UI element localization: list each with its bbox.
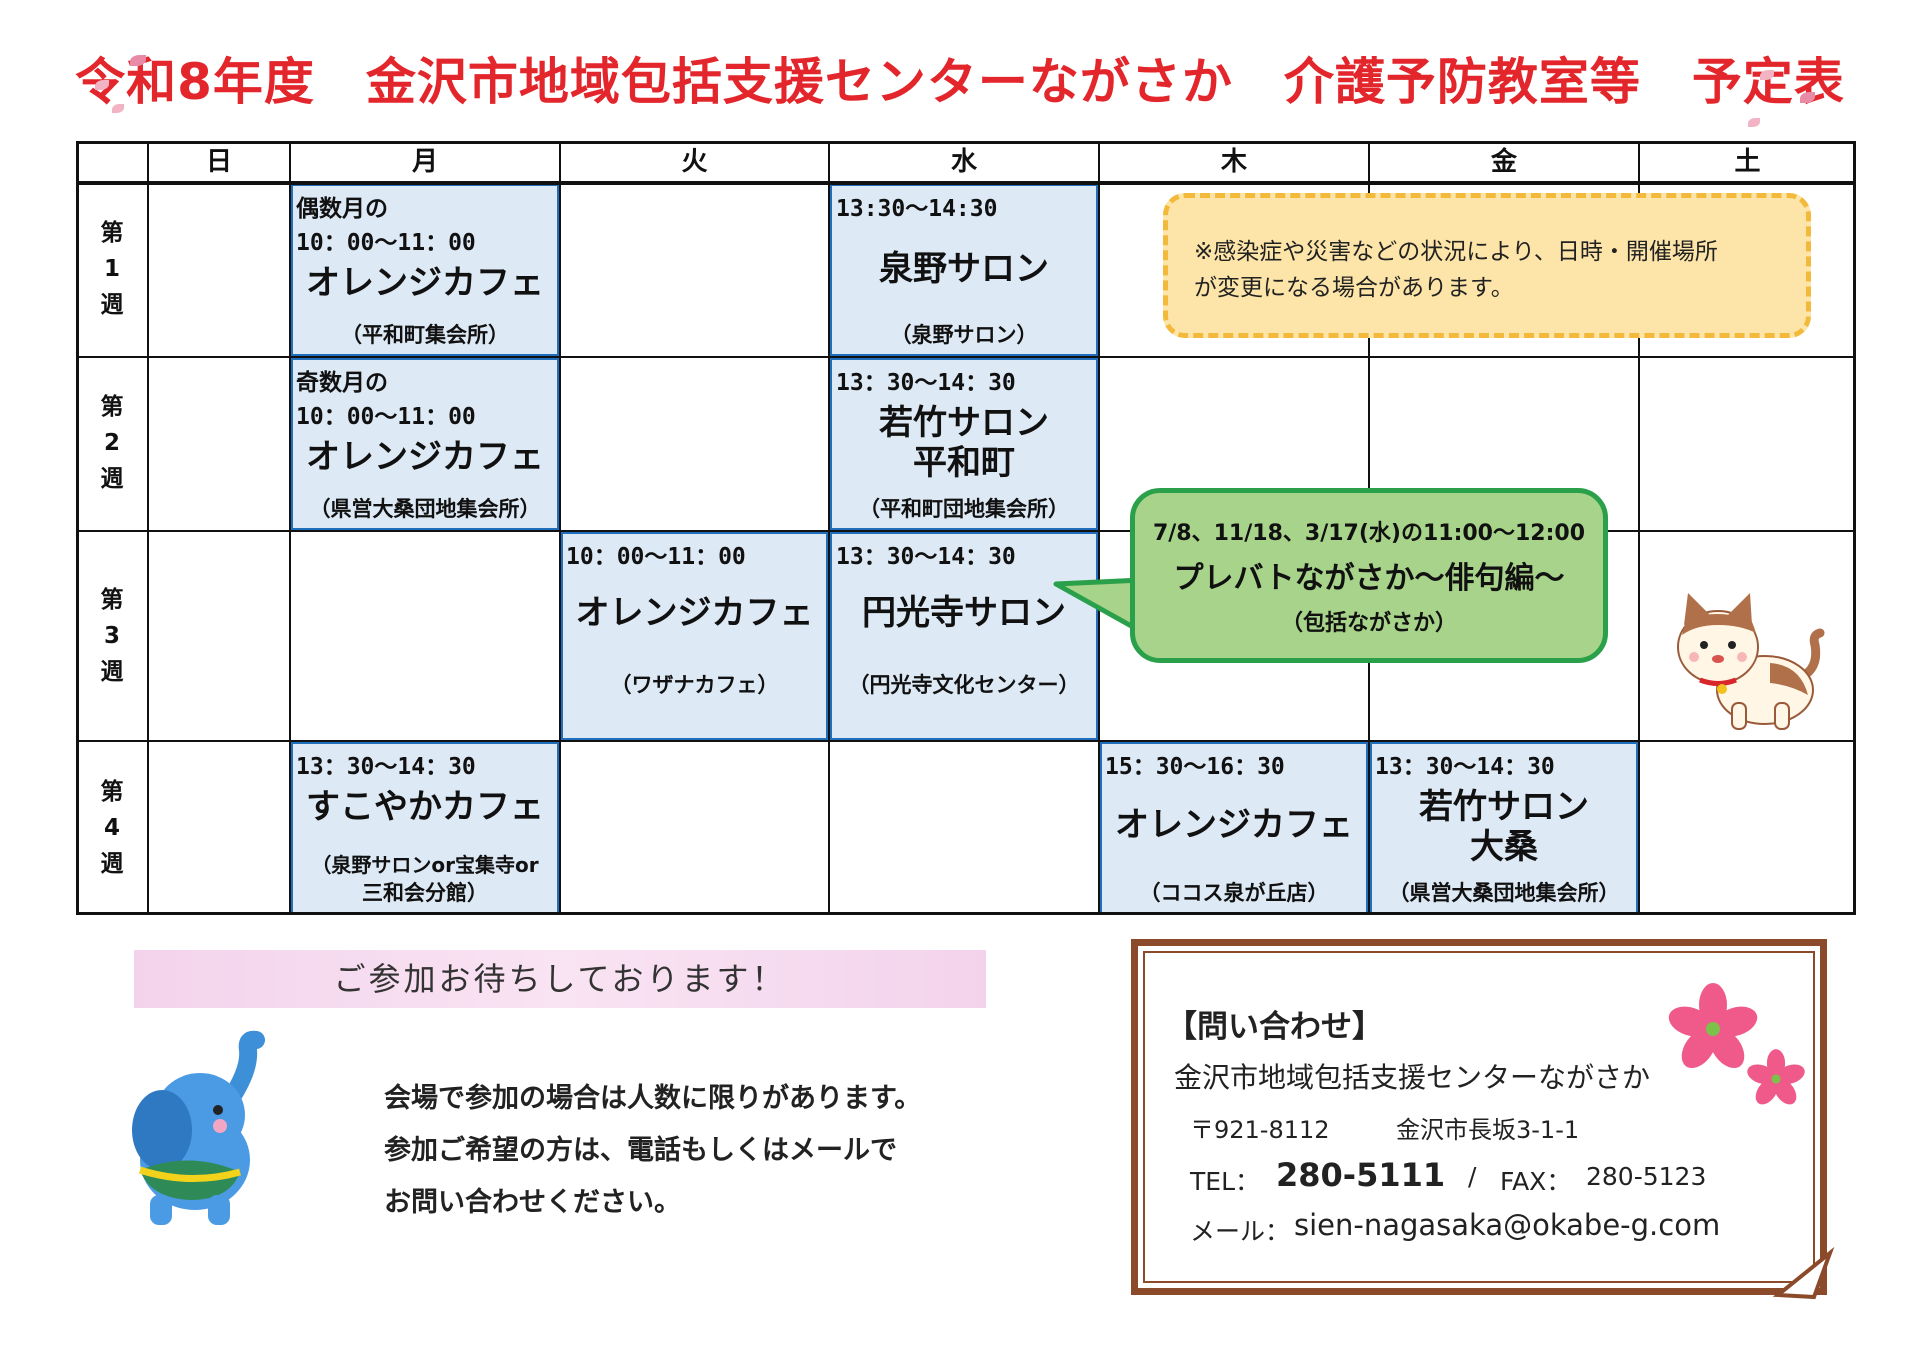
event-venue: （県営大桑団地集会所）: [1388, 881, 1620, 905]
day-header-tue: 火: [681, 147, 708, 177]
event-venue: （県営大桑団地集会所）: [309, 497, 541, 521]
speech-bubble: 7/8、11/18、3/17(水)の11:00～12:00 プレバトながさか～俳…: [1130, 488, 1608, 663]
event-cell: [1099, 741, 1369, 915]
elephant-illustration: [132, 1030, 265, 1225]
day-header-wed: 水: [950, 147, 977, 177]
event-venue: （平和町団地集会所）: [859, 497, 1069, 521]
bubble-venue: （包括ながさか）: [1280, 611, 1457, 636]
event-name: 泉野サロン: [879, 249, 1049, 289]
event-name: オレンジカフェ: [1115, 805, 1353, 845]
event-time: 13：30～14：30: [296, 754, 476, 780]
info-text: 会場で参加の場合は人数に限りがあります。: [384, 1083, 922, 1114]
bubble-date: 7/8、11/18、3/17(水)の11:00～12:00: [1152, 521, 1586, 546]
event-time: 13:30～14:30: [836, 196, 998, 222]
contact-fax-label: FAX：: [1500, 1167, 1572, 1196]
event-time: 偶数月の: [296, 196, 388, 222]
event-venue: （ワザナカフェ）: [610, 673, 779, 697]
event-venue: 三和会分館）: [362, 881, 488, 905]
event-time: 10：00～11：00: [296, 404, 476, 430]
event-cell: [829, 357, 1099, 531]
event-venue: （ココス泉が丘店）: [1139, 881, 1329, 905]
event-cell: [829, 183, 1099, 357]
info-text: お問い合わせください。: [384, 1187, 681, 1218]
event-venue: （泉野サロンor宝集寺or: [311, 853, 539, 877]
contact-postal: 〒921-8112: [1190, 1116, 1330, 1144]
event-name: 若竹サロン: [1419, 787, 1589, 827]
event-venue: （円光寺文化センター）: [848, 673, 1080, 697]
info-text: 参加ご希望の方は、電話もしくはメールで: [384, 1135, 897, 1166]
page-title: 令和8年度 金沢市地域包括支援センターながさか 介護予防教室等 予定表: [75, 53, 1845, 111]
contact-address: 金沢市長坂3-1-1: [1396, 1116, 1580, 1144]
event-venue: （泉野サロン）: [890, 323, 1038, 347]
bubble-tail: [1053, 577, 1142, 635]
event-name: 大桑: [1470, 827, 1538, 867]
contact-fax: 280-5123: [1586, 1162, 1707, 1191]
day-header-fri: 金: [1490, 147, 1517, 177]
event-time: 13：30～14：30: [1375, 754, 1555, 780]
cherry-blossom-icon: [1668, 983, 1805, 1105]
event-time: 10：00～11：00: [296, 230, 476, 256]
day-header-mon: 月: [411, 147, 438, 177]
event-cell: [290, 357, 560, 531]
event-venue: （平和町集会所）: [341, 323, 509, 347]
event-name: 若竹サロン: [879, 403, 1049, 443]
day-header-thu: 木: [1220, 147, 1247, 177]
contact-mail-label: メール：: [1190, 1217, 1291, 1246]
event-cell: [829, 531, 1099, 741]
event-time: 15：30～16：30: [1105, 754, 1285, 780]
day-header-sun: 日: [205, 147, 232, 177]
event-time: 奇数月の: [296, 370, 388, 396]
event-name: 円光寺サロン: [862, 593, 1066, 633]
welcome-banner: ご参加お待ちしております！: [134, 950, 986, 1008]
event-cell: [560, 531, 829, 741]
notice-text: が変更になる場合があります。: [1194, 275, 1514, 301]
cat-illustration: [1677, 593, 1825, 730]
event-time: 13：30～14：30: [836, 370, 1016, 396]
event-cell: [290, 741, 560, 915]
notice-box: ※感染症や災害などの状況により、日時・開催場所 が変更になる場合があります。: [1163, 193, 1811, 338]
event-name: すこやかカフェ: [306, 787, 544, 827]
page-curl-icon: [1772, 1246, 1835, 1300]
event-time: 10：00～11：00: [566, 544, 746, 570]
contact-box: 【問い合わせ】 金沢市地域包括支援センターながさか 〒921-8112 金沢市長…: [1131, 939, 1827, 1295]
contact-mail[interactable]: sien-nagasaka@okabe-g.com: [1294, 1208, 1721, 1242]
event-name: オレンジカフェ: [306, 263, 544, 303]
event-cell: [1369, 741, 1639, 915]
event-name: 平和町: [913, 443, 1015, 483]
bubble-event-name: プレバトながさか～俳句編～: [1173, 561, 1565, 596]
event-name: オレンジカフェ: [575, 593, 814, 633]
contact-tel: 280-5111: [1276, 1156, 1446, 1194]
contact-tel-label: TEL：: [1190, 1167, 1260, 1196]
notice-text: ※感染症や災害などの状況により、日時・開催場所: [1194, 239, 1718, 265]
event-name: オレンジカフェ: [306, 437, 544, 477]
contact-heading: 【問い合わせ】: [1166, 1009, 1383, 1045]
contact-org: 金沢市地域包括支援センターながさか: [1174, 1061, 1651, 1094]
contact-separator: /: [1468, 1162, 1477, 1191]
event-time: 13：30～14：30: [836, 544, 1016, 570]
day-header-sat: 土: [1734, 147, 1761, 177]
